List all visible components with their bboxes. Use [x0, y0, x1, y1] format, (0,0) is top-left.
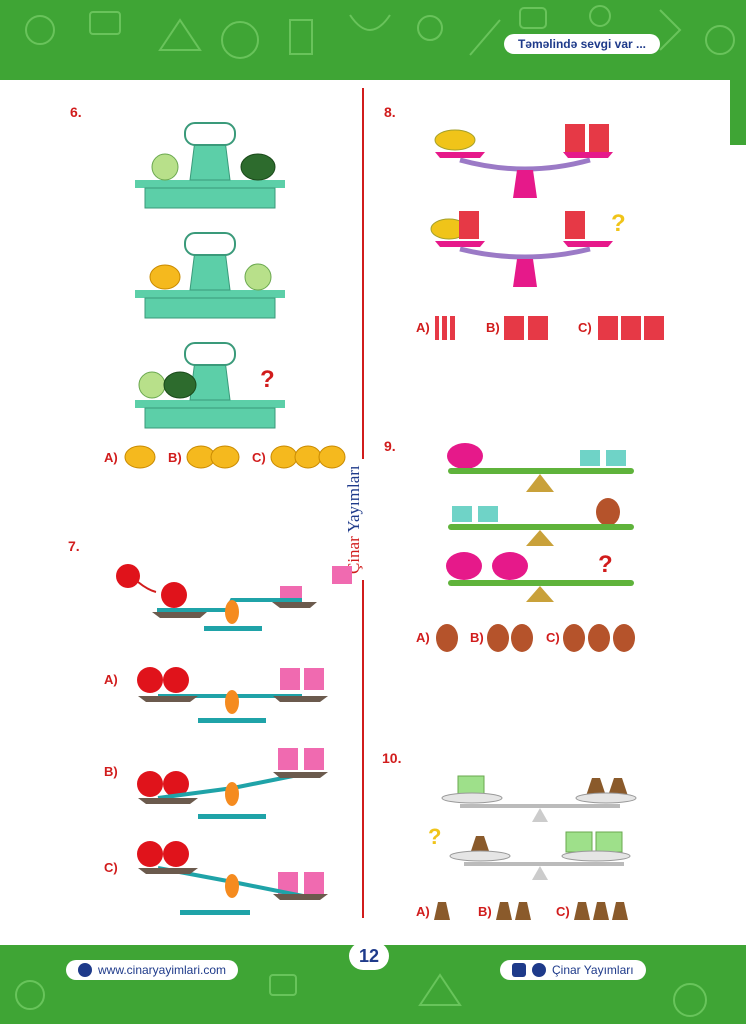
instagram-icon[interactable] [512, 963, 526, 977]
q9-option-b[interactable]: B) [470, 630, 484, 645]
melon-icon [124, 445, 156, 469]
facebook-icon[interactable] [532, 963, 546, 977]
svg-text:?: ? [598, 551, 613, 578]
balance-7-main [116, 564, 352, 631]
seesaw-9-2 [448, 498, 634, 546]
scale-6-2 [135, 232, 285, 319]
seesaw-9-1 [447, 443, 634, 492]
svg-text:?: ? [428, 824, 441, 849]
question-9-number: 9. [384, 438, 396, 454]
q10-option-a[interactable]: A) [416, 904, 430, 919]
q10-option-b[interactable]: B) [478, 904, 492, 919]
doodle-pattern [15, 973, 707, 1017]
popcorn-icon [598, 316, 664, 340]
balance-8-2: ? [430, 210, 626, 287]
website-pill[interactable]: www.cinaryayimlari.com [66, 960, 239, 980]
q6-option-b[interactable]: B) [168, 450, 182, 465]
sack-icon [574, 902, 628, 920]
popcorn-icon [504, 316, 548, 340]
balance-10-2: ? [428, 824, 631, 880]
q7-option-c[interactable]: C) [104, 860, 118, 875]
doodle-pattern [25, 5, 735, 59]
scale-6-3: ? [135, 342, 285, 429]
question-10-number: 10. [382, 750, 402, 766]
brand-name: Çinar Yayımları [552, 963, 634, 977]
scale-6-1 [135, 122, 285, 209]
melon-icon [270, 445, 346, 469]
jug-icon [436, 624, 458, 652]
q6-option-c[interactable]: C) [252, 450, 266, 465]
question-7-number: 7. [68, 538, 80, 554]
popcorn-icon [435, 316, 455, 340]
melon-icon [186, 445, 240, 469]
q6-option-a[interactable]: A) [104, 450, 118, 465]
balance-10-1 [441, 775, 637, 822]
balance-7-a [137, 667, 328, 723]
sack-icon [434, 902, 450, 920]
jug-icon [487, 624, 533, 652]
balance-8-1 [434, 124, 613, 198]
globe-icon [78, 963, 92, 977]
q7-option-b[interactable]: B) [104, 764, 118, 779]
question-8-number: 8. [384, 104, 396, 120]
jug-icon [563, 624, 635, 652]
q9-option-a[interactable]: A) [416, 630, 430, 645]
brand-part2: Yayımları [344, 465, 363, 533]
sack-icon [496, 902, 531, 920]
question-6-number: 6. [70, 104, 82, 120]
side-tab [730, 80, 746, 145]
q8-option-b[interactable]: B) [486, 320, 500, 335]
header-band: Təməlində sevgi var ... [0, 0, 746, 80]
tagline: Təməlində sevgi var ... [503, 34, 660, 54]
balance-7-b [137, 748, 328, 819]
social-pill[interactable]: Çinar Yayımları [500, 960, 646, 980]
q9-option-c[interactable]: C) [546, 630, 560, 645]
seesaw-9-3: ? [446, 551, 634, 602]
q8-option-a[interactable]: A) [416, 320, 430, 335]
svg-text:?: ? [611, 210, 626, 237]
q8-option-c[interactable]: C) [578, 320, 592, 335]
q7-option-a[interactable]: A) [104, 672, 118, 687]
website-link[interactable]: www.cinaryayimlari.com [98, 963, 227, 977]
balance-7-c [137, 841, 328, 915]
svg-text:?: ? [260, 366, 275, 393]
page-number: 12 [349, 942, 389, 970]
q10-option-c[interactable]: C) [556, 904, 570, 919]
